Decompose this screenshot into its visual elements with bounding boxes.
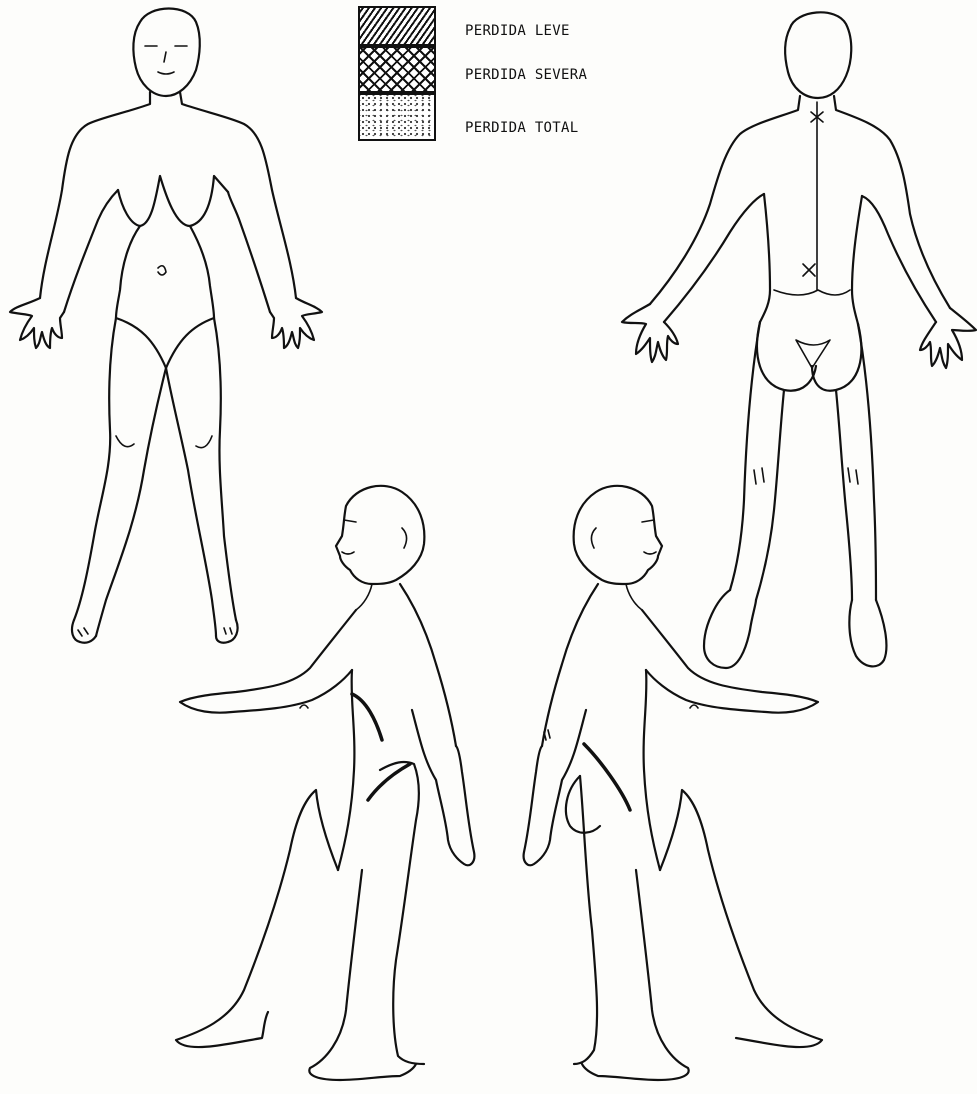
- left-side-view-figure: [524, 486, 822, 1080]
- right-side-view-figure: [176, 486, 474, 1080]
- front-view-figure: [10, 9, 322, 643]
- back-view-figure: [622, 12, 976, 668]
